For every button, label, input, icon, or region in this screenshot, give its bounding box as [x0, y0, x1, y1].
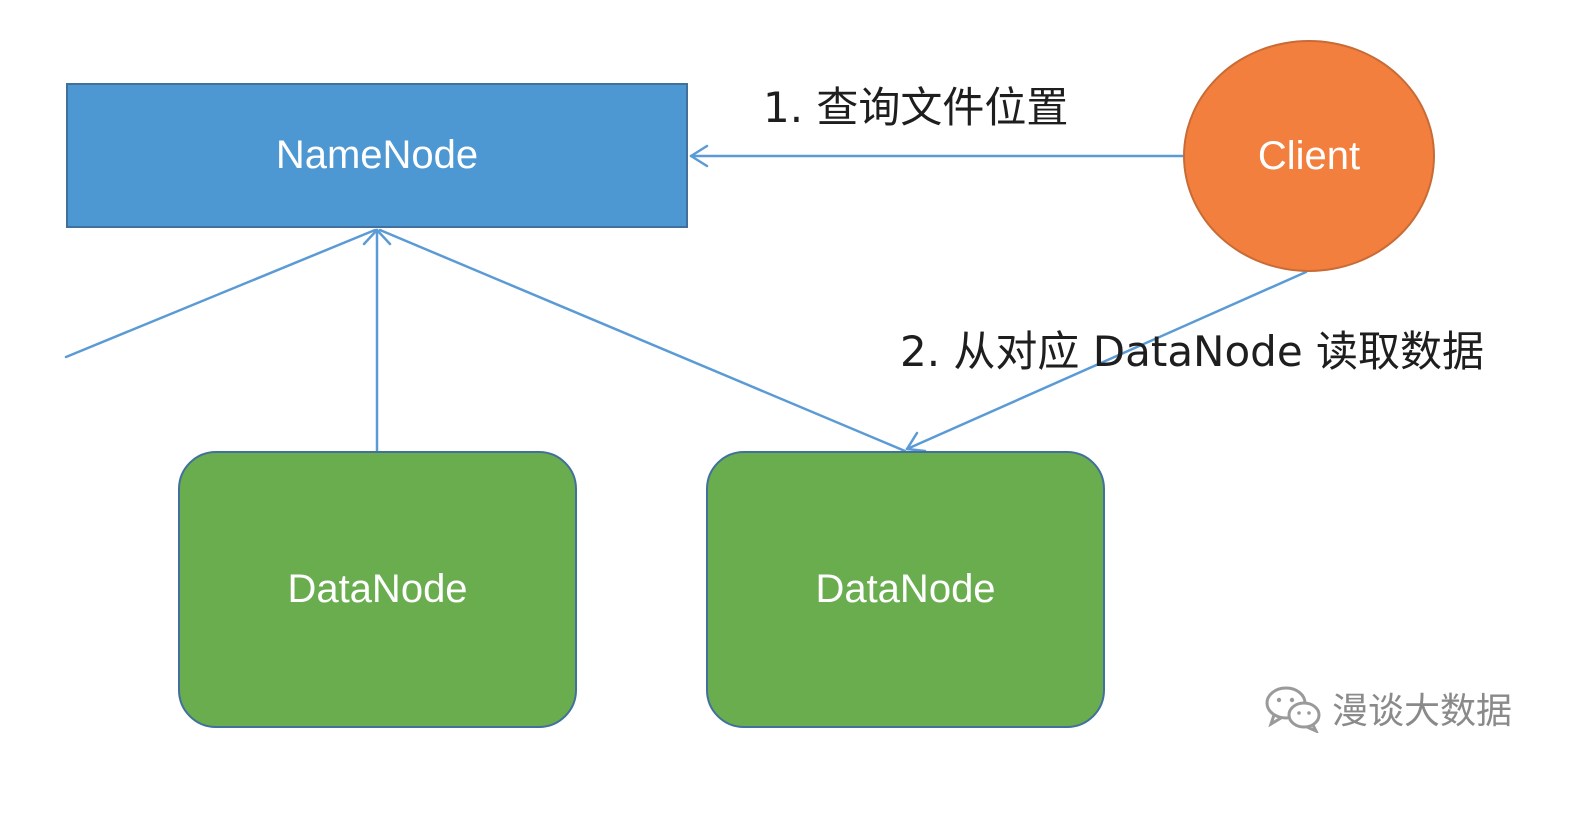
arrow-datanode2-to-namenode [378, 228, 907, 453]
datanode-box: DataNode [706, 451, 1105, 728]
arrowhead-namenode-right [689, 144, 709, 168]
datanode-box: DataNode [178, 451, 577, 728]
namenode-box: NameNode [66, 83, 688, 228]
wechat-icon [1265, 686, 1321, 733]
arrowhead-namenode-bottom [362, 228, 392, 246]
namenode-label: NameNode [275, 133, 479, 177]
step-2-label: 2. 从对应 DataNode 读取数据 [900, 327, 1485, 376]
step-1-label: 1. 查询文件位置 [763, 83, 1069, 132]
arrowhead-datanode2-top [905, 431, 927, 453]
client-label: Client [1257, 133, 1361, 178]
datanode-label: DataNode [815, 567, 996, 611]
arrow-client-to-datanode2 [905, 270, 1308, 451]
watermark: 漫谈大数据 [1262, 680, 1512, 736]
watermark-text: 漫谈大数据 [1332, 691, 1513, 732]
arrow-offscreen-datanode-to-namenode [64, 228, 377, 359]
datanode-label: DataNode [287, 567, 468, 611]
client-circle: Client [1183, 40, 1435, 272]
